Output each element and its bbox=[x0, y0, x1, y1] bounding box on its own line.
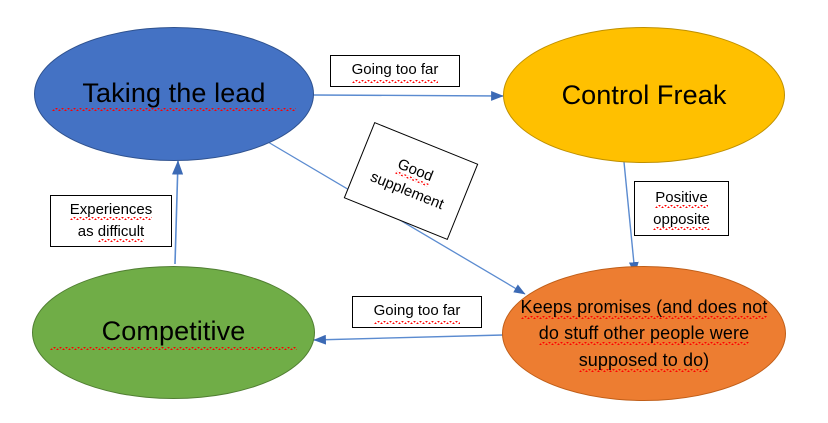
edge-label-going-too-far-top-text: Going too far bbox=[351, 59, 439, 83]
edge-label-going-too-far-bottom[interactable]: Going too far bbox=[352, 296, 482, 328]
edge-label-experiences-as-difficult-text: Experiences as difficult bbox=[69, 199, 153, 243]
edge-control-freak-to-keeps-promises bbox=[623, 161, 639, 275]
edge-lead-to-control-freak bbox=[312, 91, 504, 101]
edge-label-experiences-line-2: as difficult bbox=[77, 223, 145, 240]
edge-label-going-too-far-top[interactable]: Going too far bbox=[330, 55, 460, 87]
node-taking-the-lead[interactable]: Taking the lead bbox=[34, 27, 314, 161]
edge-label-good-supplement-text: Good supplement bbox=[367, 146, 455, 215]
edge-label-going-too-far-bottom-text: Going too far bbox=[373, 300, 461, 324]
edge-competitive-to-lead bbox=[172, 160, 184, 265]
node-control-freak-label: Control Freak bbox=[561, 79, 727, 110]
node-control-freak[interactable]: Control Freak bbox=[503, 27, 785, 163]
edge-label-experiences-line-1: Experiences bbox=[69, 201, 153, 219]
edge-keeps-promises-to-competitive bbox=[313, 334, 504, 345]
node-taking-the-lead-label: Taking the lead bbox=[51, 76, 297, 112]
node-competitive-label: Competitive bbox=[49, 315, 298, 350]
edge-label-positive-opposite[interactable]: Positive opposite bbox=[634, 181, 729, 236]
edge-label-positive-opposite-line-2: opposite bbox=[653, 210, 710, 228]
edge-label-experiences-as-difficult[interactable]: Experiences as difficult bbox=[50, 195, 172, 247]
edge-label-positive-opposite-text: Positive opposite bbox=[653, 187, 710, 231]
node-keeps-promises-line-3: supposed to do) bbox=[578, 349, 710, 370]
edge-label-positive-opposite-line-1: Positive bbox=[655, 188, 708, 206]
node-keeps-promises-line-2: do stuff other people were bbox=[538, 323, 750, 344]
node-keeps-promises-line-1: Keeps promises (and does not bbox=[520, 297, 768, 318]
node-keeps-promises-label: Keeps promises (and does not do stuff ot… bbox=[511, 294, 776, 372]
node-competitive[interactable]: Competitive bbox=[32, 266, 315, 399]
node-keeps-promises[interactable]: Keeps promises (and does not do stuff ot… bbox=[502, 266, 786, 401]
